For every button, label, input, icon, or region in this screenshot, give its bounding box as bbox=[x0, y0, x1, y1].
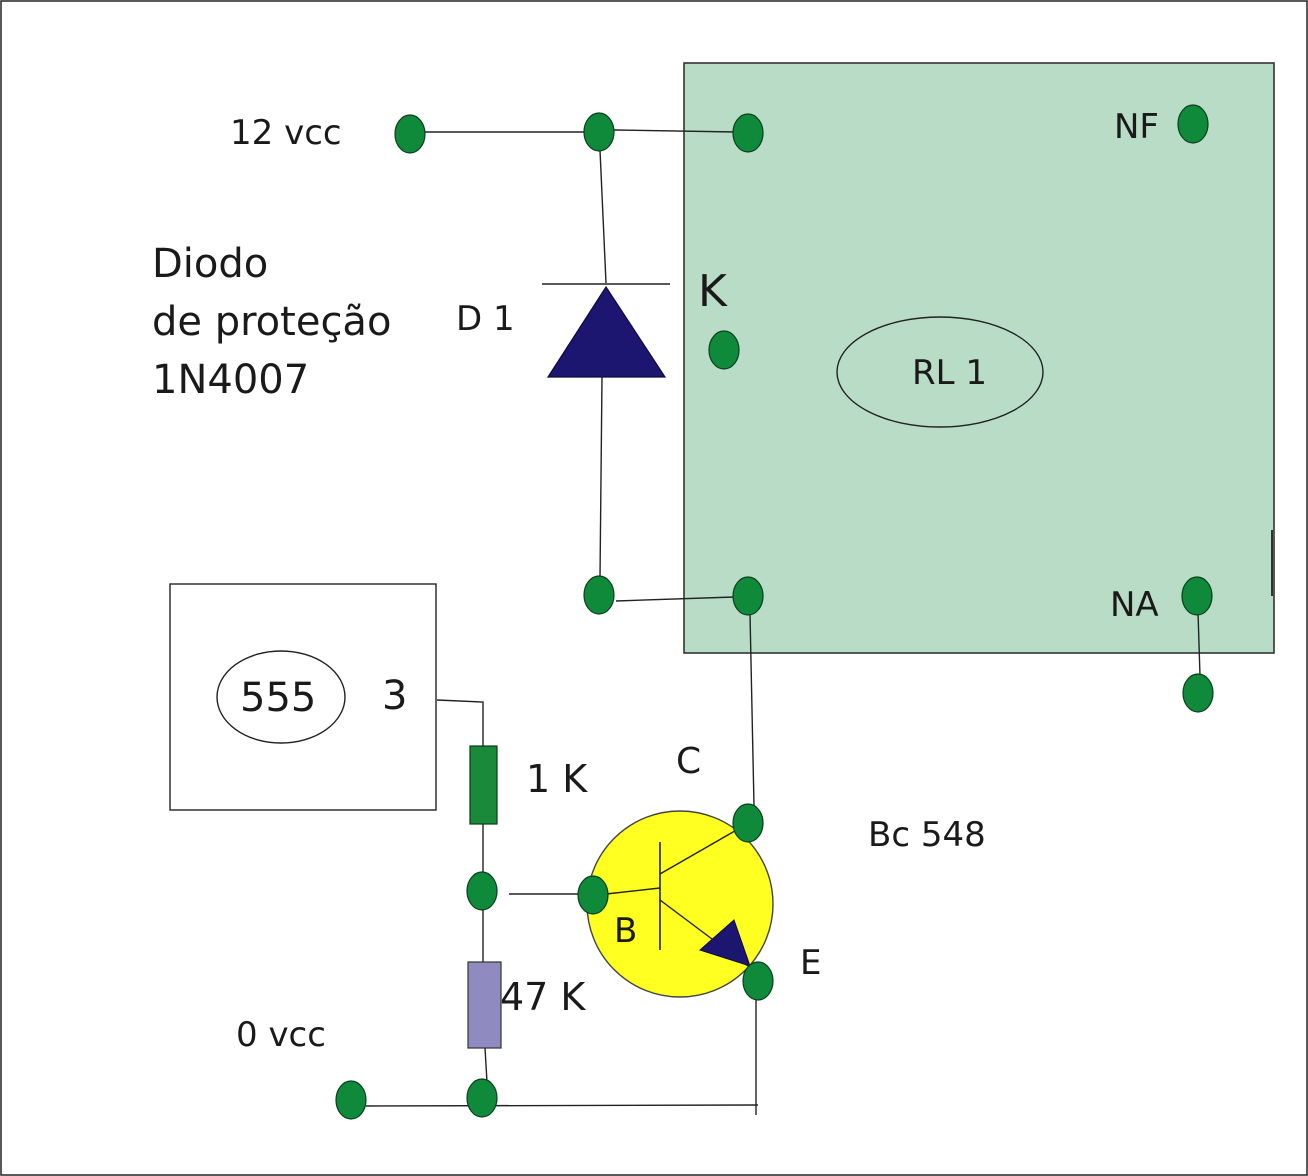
transistor-base-label: B bbox=[614, 911, 638, 951]
diode-d1 bbox=[542, 283, 670, 378]
supply-12v-label: 12 vcc bbox=[230, 113, 342, 153]
transistor-emitter-arrow bbox=[699, 919, 751, 967]
diode-caption-line2: de proteção bbox=[152, 299, 392, 345]
pad-na-output bbox=[1182, 673, 1214, 713]
diode-triangle bbox=[546, 285, 667, 378]
pad-relay-coil-bottom bbox=[732, 576, 764, 616]
wire-diode-to-relay-coil-top bbox=[613, 129, 737, 133]
transistor-collector-lead bbox=[659, 827, 741, 875]
pad-relay-coil-top bbox=[732, 113, 764, 153]
resistor-47k-label: 47 K bbox=[500, 975, 586, 1019]
diode-reference-label: D 1 bbox=[456, 299, 515, 339]
relay-reference-label: RL 1 bbox=[912, 353, 988, 393]
transistor-emitter-label: E bbox=[800, 943, 822, 983]
ic-name-label: 555 bbox=[240, 675, 317, 721]
transistor-collector-label: C bbox=[676, 741, 702, 782]
wire-ic-pin3-to-1k bbox=[436, 699, 484, 746]
relay-label-oval bbox=[836, 316, 1044, 428]
wires bbox=[365, 129, 1201, 1115]
diode-cathode-label: K bbox=[698, 266, 727, 317]
wire-na-contact bbox=[1197, 611, 1201, 677]
pad-base bbox=[577, 875, 609, 915]
pad-ground-node bbox=[466, 1078, 498, 1118]
wire-diode-cathode bbox=[599, 149, 607, 284]
pad-relay-nf bbox=[1177, 104, 1209, 144]
resistor-47k-body bbox=[467, 961, 502, 1049]
ic-555-box bbox=[169, 583, 437, 811]
wire-diode-anode bbox=[599, 376, 603, 579]
diode-caption-line3: 1N4007 bbox=[152, 357, 310, 403]
pad-relay-na bbox=[1181, 576, 1213, 616]
resistor-1k-label: 1 K bbox=[526, 757, 588, 801]
pad-relay-common bbox=[708, 330, 740, 370]
wire-ground-rail bbox=[365, 1104, 759, 1107]
resistor-1k-body bbox=[469, 745, 498, 825]
transistor-base-lead bbox=[605, 887, 661, 895]
diode-caption-line1: Diodo bbox=[152, 241, 269, 287]
pad-diode-cathode bbox=[583, 112, 615, 152]
transistor-bc548 bbox=[586, 810, 774, 998]
relay-na-label: NA bbox=[1110, 585, 1159, 625]
wire-diode-to-relay-coil-bottom bbox=[615, 596, 735, 602]
pad-12v bbox=[394, 114, 426, 154]
supply-0v-label: 0 vcc bbox=[236, 1015, 326, 1055]
pad-emitter bbox=[742, 961, 774, 1001]
relay-body bbox=[683, 62, 1275, 654]
pad-base-node bbox=[466, 871, 498, 911]
pad-diode-anode bbox=[583, 575, 615, 615]
pad-collector bbox=[732, 803, 764, 843]
pads bbox=[335, 104, 1214, 1120]
ic-555-oval bbox=[216, 650, 346, 744]
pad-0v bbox=[335, 1080, 367, 1120]
wire-relay-to-collector bbox=[749, 613, 755, 807]
relay-nf-label: NF bbox=[1114, 107, 1159, 147]
wire-47k-to-ground-node bbox=[484, 1047, 488, 1083]
transistor-model-label: Bc 548 bbox=[868, 815, 986, 855]
ic-pin-label: 3 bbox=[382, 673, 408, 719]
